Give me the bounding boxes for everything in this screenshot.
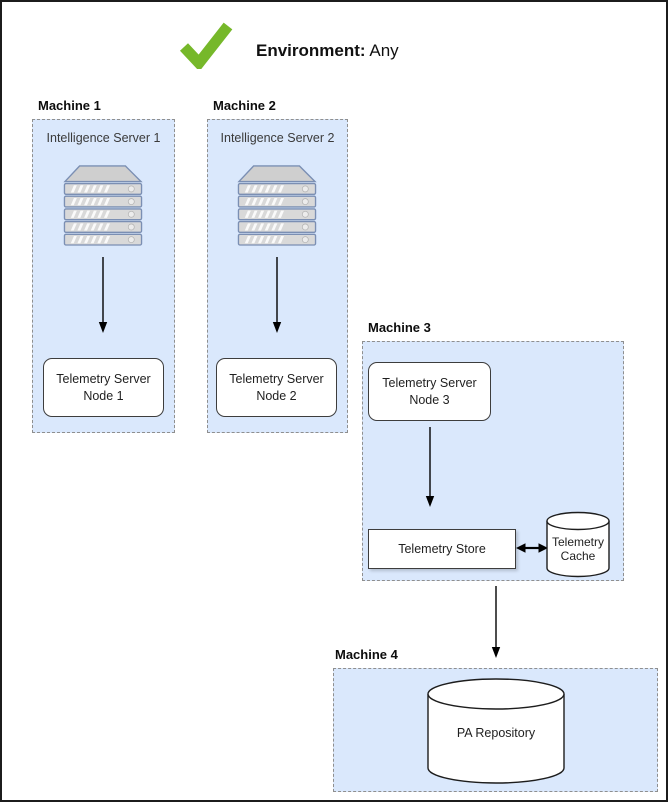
telemetry-store: Telemetry Store xyxy=(368,529,516,569)
telemetry-cache-label: Telemetry Cache xyxy=(546,535,610,563)
server-rack-icon xyxy=(237,164,317,246)
machine-4-label: Machine 4 xyxy=(335,647,398,662)
telemetry-server-node-2: Telemetry Server Node 2 xyxy=(216,358,337,417)
intelligence-server-1-title: Intelligence Server 1 xyxy=(46,131,161,145)
arrow-node3-to-store xyxy=(425,427,435,507)
node-2-line2: Node 2 xyxy=(256,388,297,403)
server-rack-icon xyxy=(63,164,143,246)
cache-line1: Telemetry xyxy=(551,535,604,549)
arrow-server1-to-node1 xyxy=(98,257,108,333)
machine-3-label: Machine 3 xyxy=(368,320,431,335)
node-3-line2: Node 3 xyxy=(409,392,450,407)
telemetry-server-node-1: Telemetry Server Node 1 xyxy=(43,358,164,417)
node-3-line1: Telemetry Server xyxy=(382,376,477,391)
cache-line2: Cache xyxy=(560,549,596,564)
node-2-line1: Telemetry Server xyxy=(229,372,324,387)
machine-1-label: Machine 1 xyxy=(38,98,101,113)
machine-2-label: Machine 2 xyxy=(213,98,276,113)
environment-title-bold: Environment: xyxy=(256,41,366,60)
pa-repository-label: PA Repository xyxy=(456,726,536,740)
double-arrow-store-cache xyxy=(516,543,548,553)
arrow-machine3-to-machine4 xyxy=(491,586,501,658)
pa-repository-cylinder-icon xyxy=(427,678,565,784)
telemetry-cache-cylinder-icon xyxy=(546,511,610,578)
telemetry-store-label: Telemetry Store xyxy=(398,542,486,556)
telemetry-server-node-3: Telemetry Server Node 3 xyxy=(368,362,491,421)
node-1-line1: Telemetry Server xyxy=(56,372,151,387)
arrow-server2-to-node2 xyxy=(272,257,282,333)
intelligence-server-2-title: Intelligence Server 2 xyxy=(220,131,335,145)
environment-title-value: Any xyxy=(369,41,399,60)
checkmark-icon xyxy=(179,22,233,69)
environment-title: Environment: Any xyxy=(256,41,399,61)
node-1-line2: Node 1 xyxy=(83,388,124,403)
